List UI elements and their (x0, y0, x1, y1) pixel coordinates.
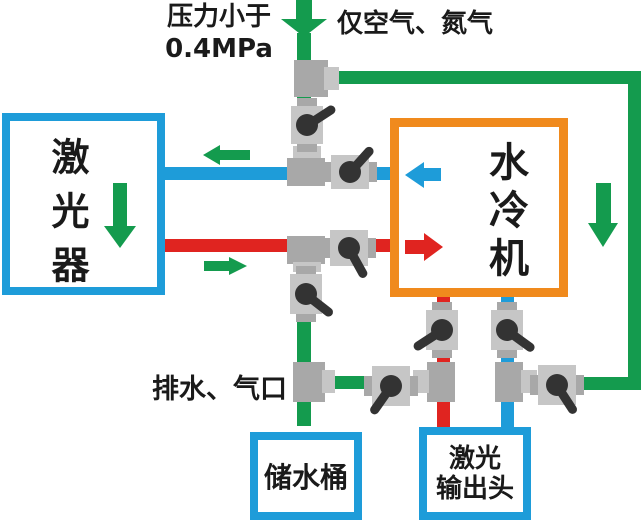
output-blue-line-valve (491, 302, 537, 358)
drain-vertical-bottom-pipe (297, 399, 311, 426)
gas-only-note: 仅空气、氮气 (337, 9, 494, 39)
pressure-limit-line2: 0.4MPa (165, 34, 273, 64)
drain-right-valve (530, 365, 584, 416)
laser-output-head-label-line1: 激光 (448, 443, 501, 474)
laser-label: 激光器 (45, 137, 89, 299)
laser-output-head-label-line2: 输出头 (435, 473, 514, 504)
chilled-water-line-valve (323, 144, 377, 189)
pressure-limit-line1: 压力小于 (166, 2, 271, 32)
gas-inlet-stub-pipe (297, 33, 311, 62)
drain-vertical-mid-pipe (297, 311, 311, 365)
gas-top-horizontal-pipe (326, 71, 641, 84)
laser-output-head-box: 激光 输出头 (419, 427, 531, 520)
laser-box: 激光器 (2, 113, 165, 299)
return-water-line-valve (322, 230, 376, 280)
drain-upper-valve (290, 266, 335, 322)
drain-air-port-label: 排水、气口 (152, 374, 287, 405)
output-red-line-valve (411, 302, 458, 358)
gas-right-downcomer-pipe (628, 71, 641, 390)
chiller-label: 水冷机 (482, 141, 528, 285)
gas-inlet-valve (291, 98, 338, 152)
bottom-right-horizontal-pipe (574, 377, 634, 390)
chiller-box: 水冷机 (390, 118, 568, 297)
drain-left-valve (364, 366, 418, 417)
water-tank-box: 储水桶 (250, 432, 362, 520)
water-tank-label: 储水桶 (263, 461, 348, 494)
pressure-limit-label: 压力小于 0.4MPa (158, 1, 280, 65)
